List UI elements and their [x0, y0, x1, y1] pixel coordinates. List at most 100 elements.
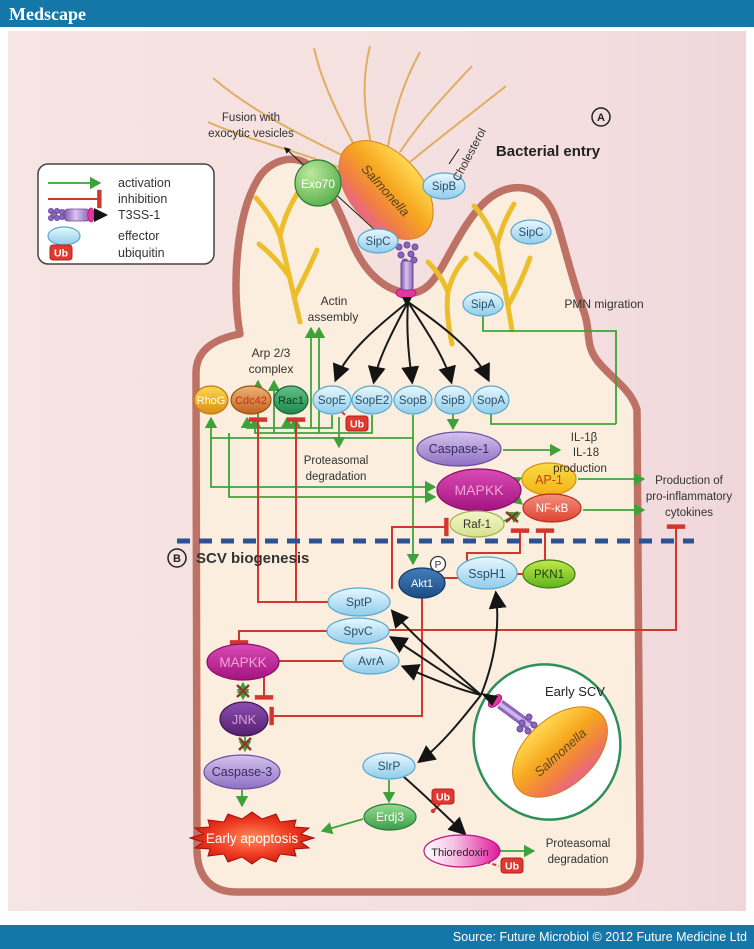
mapkk-top-label: MAPKK: [454, 482, 504, 498]
slrp-node: [362, 752, 416, 780]
cholesterol-pointer-line: [448, 148, 460, 165]
ub-tag-slrp-label: Ub: [436, 792, 450, 804]
nfkb-label: NF-κB: [536, 503, 569, 515]
caspase1-node: [416, 431, 502, 467]
actin-assembly-label-2: assembly: [308, 310, 359, 324]
raf1-node: [449, 510, 505, 538]
ssph1-node: [456, 556, 518, 590]
early-scv-label: Early SCV: [545, 684, 605, 699]
ssph1-label: SspH1: [468, 567, 506, 581]
arp23-label-1: Arp 2/3: [252, 346, 291, 360]
early-apoptosis-label: Early apoptosis: [206, 831, 299, 846]
sipb-label: SipB: [441, 395, 466, 407]
pkn1-node: [522, 559, 576, 589]
footer-bar: [0, 925, 754, 949]
jnk-node: [219, 701, 269, 737]
akt1-label: Akt1: [411, 578, 433, 590]
proteasomal-bottom-label-1: Proteasomal: [546, 838, 611, 850]
fusion-label-2: exocytic vesicles: [208, 128, 294, 140]
inhibition-lines: [229, 407, 686, 867]
scv-salmonella: Salmonella: [512, 706, 608, 798]
ub-tag-thioredoxin-label: Ub: [505, 861, 519, 873]
exo70-label: Exo70: [301, 177, 335, 191]
il18-label: IL-18: [573, 447, 599, 459]
sipb-node: [434, 385, 472, 415]
sptp-label: SptP: [346, 595, 372, 609]
jnk-label: JNK: [232, 712, 257, 727]
rac1-label: Rac1: [278, 395, 304, 407]
medscape-logo: Medscape: [9, 4, 86, 24]
il1b-label: IL-1β: [571, 432, 598, 444]
exo70-node: [294, 159, 342, 207]
thioredoxin-label: Thioredoxin: [431, 847, 488, 859]
early-apoptosis-burst: [188, 811, 316, 865]
legend: activation inhibition T3SS-1 effector Ub…: [37, 163, 215, 265]
caspase3-node: [203, 754, 281, 790]
sope-label: SopE: [318, 395, 346, 407]
crossed-out-marks: [236, 511, 519, 751]
proteasomal-top-label-1: Proteasomal: [304, 455, 369, 467]
t3ss-effector-arrows: [284, 147, 507, 836]
sipb-top-node: [422, 172, 466, 200]
legend-ub-icon: [49, 244, 73, 261]
sipc-left-label: SipC: [366, 236, 391, 248]
erdj3-label: Erdj3: [376, 810, 404, 824]
cytokines-label-2: pro-inflammatory: [646, 491, 733, 503]
header-bar: [0, 0, 754, 27]
panel-a-circle: [591, 107, 611, 127]
cdc42-node: [230, 385, 272, 415]
sope-node: [312, 385, 352, 415]
erdj3-node: [363, 803, 417, 831]
legend-box: [37, 163, 215, 265]
arp23-label-2: complex: [249, 362, 294, 376]
ub-tag-thioredoxin: [500, 857, 524, 874]
pkn1-label: PKN1: [534, 569, 564, 581]
sope2-node: [351, 385, 393, 415]
pmn-migration-label: PMN migration: [564, 297, 643, 311]
panel-b-marker: B: [173, 553, 181, 565]
panel-b-title: SCV biogenesis: [196, 550, 309, 567]
sope2-label: SopE2: [355, 395, 390, 407]
panel-b-circle: [167, 548, 187, 568]
phospho-label: P: [435, 560, 442, 571]
sipb-top-label: SipB: [432, 181, 457, 193]
cytokines-label-3: cytokines: [665, 507, 713, 519]
sopa-label: SopA: [477, 395, 505, 407]
spvc-label: SpvC: [343, 624, 373, 638]
spvc-node: [326, 617, 390, 645]
panel-a-marker: A: [597, 112, 605, 124]
legend-effector-label: effector: [118, 229, 159, 243]
legend-activation-label: activation: [118, 176, 171, 190]
ub-tag-sope-label: Ub: [350, 419, 364, 431]
legend-inhibition-label: inhibition: [118, 192, 167, 206]
actin-assembly-label-1: Actin: [321, 294, 348, 308]
thioredoxin-node: [423, 834, 501, 868]
sopb-node: [393, 385, 433, 415]
scv-needle-tip: [481, 693, 498, 706]
ubiquitin-tags: Ub Ub Ub: [345, 415, 524, 874]
raf1-label: Raf-1: [463, 519, 491, 531]
ap1-label: AP-1: [535, 473, 563, 487]
sptp-node: [327, 587, 391, 617]
sopa-node: [472, 385, 510, 415]
avra-label: AvrA: [358, 654, 384, 668]
nfkb-node: [522, 493, 582, 523]
ub-tag-sope: [345, 415, 369, 432]
cdc42-label: Cdc42: [235, 395, 267, 407]
pathway-nodes: Exo70 SipB SipC SipC SipA RhoG Cdc42 Rac…: [188, 159, 582, 868]
rac1-node: [273, 385, 309, 415]
needle-tip: [402, 297, 412, 307]
fusion-label-1: Fusion with: [222, 112, 280, 124]
legend-effector-icon: [47, 226, 81, 246]
proteasomal-bottom-label-2: degradation: [548, 854, 609, 866]
sipa-label: SipA: [471, 299, 496, 311]
akt1-node: [398, 567, 446, 599]
phospho-circle: [429, 555, 447, 573]
legend-ubiquitin-label: ubiquitin: [118, 246, 165, 260]
caspase1-label: Caspase-1: [429, 442, 489, 456]
source-credit: Source: Future Microbiol © 2012 Future M…: [453, 930, 747, 944]
rhog-node: [193, 385, 229, 415]
sipc-right-node: [510, 219, 552, 245]
